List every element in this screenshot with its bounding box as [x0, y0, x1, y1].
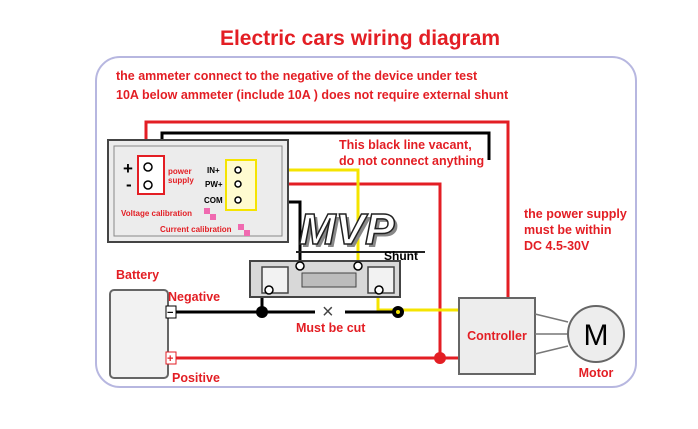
voltage-calibration-pad [204, 208, 210, 214]
voltage-calibration-label: Voltage calibration [121, 209, 192, 218]
shunt-label: Shunt [384, 249, 418, 263]
shunt-left-screw [295, 261, 305, 271]
vacant-note-line1: This black line vacant, [339, 138, 472, 152]
motor-circle [567, 305, 625, 363]
junction-negative [256, 306, 268, 318]
ammeter-note-line2: 10A below ammeter (include 10A ) does no… [116, 88, 509, 102]
in-plus-terminal [234, 166, 242, 174]
motor-wire-3 [534, 345, 569, 355]
power-supply-label-line2: supply [168, 176, 194, 185]
battery-positive-terminal [165, 351, 177, 365]
in-plus-label: IN+ [207, 166, 220, 175]
com-terminal [234, 196, 242, 204]
supply-note-line2: must be within [524, 223, 612, 237]
positive-label: Positive [172, 371, 220, 385]
supply-note-line1: the power supply [524, 207, 627, 221]
mvp-watermark: MVP MVP [296, 204, 425, 257]
pw-plus-terminal [234, 180, 242, 188]
com-label: COM [204, 196, 223, 205]
voltage-calibration-pad2 [210, 214, 216, 220]
diagram-title: Electric cars wiring diagram [220, 27, 500, 50]
battery-negative-sign: − [167, 307, 173, 319]
battery-body [109, 289, 169, 379]
shunt-right-bolt [374, 285, 384, 295]
negative-label: Negative [168, 290, 220, 304]
motor-wire-1 [534, 313, 569, 323]
controller-label: Controller [467, 329, 527, 343]
current-calibration-pad [238, 224, 244, 230]
cut-mark: × [322, 301, 334, 323]
mvp-watermark-text: MVP [299, 205, 395, 254]
shunt-right-screw [353, 261, 363, 271]
shunt-resistor [301, 272, 357, 288]
outer-frame [95, 56, 637, 388]
supply-note-line3: DC 4.5-30V [524, 239, 590, 253]
power-terminal-plus [143, 162, 153, 172]
pw-plus-label: PW+ [205, 180, 223, 189]
power-terminal-minus [143, 180, 153, 190]
battery-label: Battery [116, 268, 159, 282]
must-be-cut-label: Must be cut [296, 321, 366, 335]
mvp-watermark-shadow: MVP [302, 208, 398, 257]
controller-box [458, 297, 536, 375]
power-supply-label-line1: power [168, 167, 192, 176]
shunt-left-bolt [264, 285, 274, 295]
motor-letter: M [584, 319, 609, 352]
motor-label: Motor [579, 366, 614, 380]
current-calibration-pad2 [244, 230, 250, 236]
battery-positive-sign: + [167, 353, 173, 365]
meter-minus-sign: - [126, 175, 132, 194]
junction-positive [434, 352, 446, 364]
vacant-note-line2: do not connect anything [339, 154, 484, 168]
meter-inner [113, 145, 283, 237]
junction-controller-negative-inner [396, 310, 400, 314]
ammeter-note-line1: the ammeter connect to the negative of t… [116, 69, 478, 83]
current-calibration-label: Current calibration [160, 225, 232, 234]
red-wire-pw [238, 182, 442, 358]
meter-plus-sign: + [123, 159, 133, 178]
battery-negative-terminal [165, 305, 177, 319]
